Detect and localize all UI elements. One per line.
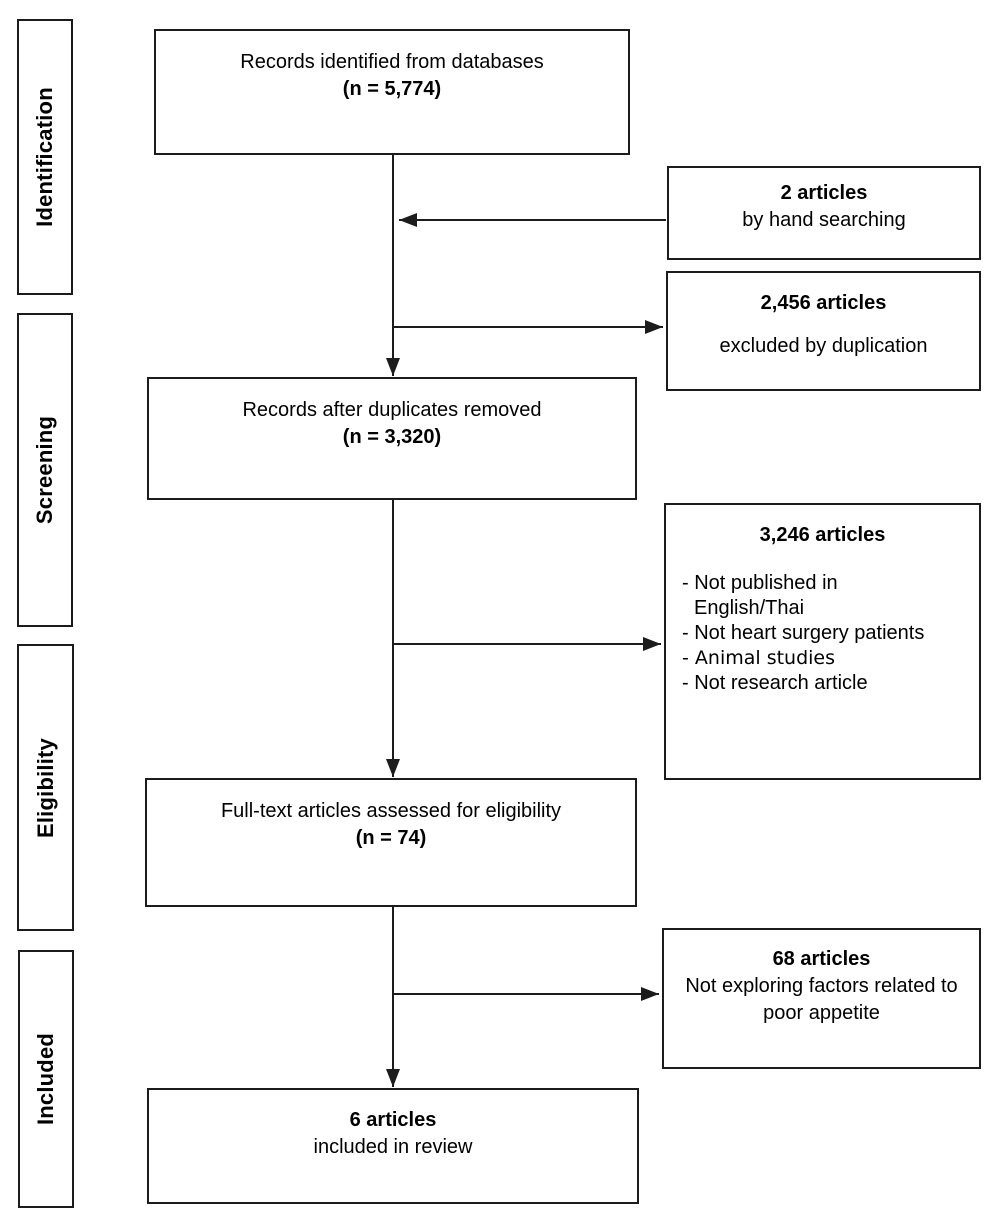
flow-box-records-identified: Records identified from databases (n = 5…: [154, 29, 630, 155]
stage-label-included: Included: [33, 1032, 58, 1126]
stage-label-identification: Identification: [32, 87, 58, 227]
exclusion-reason: Not heart surgery patients: [680, 621, 938, 646]
hand-search-count: 2 articles: [780, 182, 868, 204]
side-box-screening-excluded: 3,246 articles Not published in English/…: [664, 503, 981, 780]
screening-exclusion-reasons: Not published in English/Thai Not heart …: [666, 571, 938, 696]
exclusion-reason: Not research article: [680, 671, 938, 696]
stage-label-screening: Screening: [32, 415, 58, 525]
flow-box-duplicates-removed: Records after duplicates removed (n = 3,…: [147, 377, 637, 500]
hand-search-text: by hand searching: [742, 209, 906, 231]
included-count: 6 articles: [349, 1109, 437, 1131]
stage-box-identification: Identification: [17, 19, 73, 295]
stage-box-screening: Screening: [17, 313, 73, 627]
side-box-hand-search: 2 articles by hand searching: [667, 166, 981, 260]
duplicates-removed-text: Records after duplicates removed: [242, 399, 542, 421]
side-box-duplicates-excluded: 2,456 articles excluded by duplication: [666, 271, 981, 391]
duplicates-excluded-count: 2,456 articles: [760, 292, 887, 314]
duplicates-removed-count: (n = 3,320): [342, 426, 442, 448]
stage-box-included: Included: [18, 950, 74, 1208]
fulltext-excluded-count: 68 articles: [772, 948, 871, 970]
flow-box-included-in-review: 6 articles included in review: [147, 1088, 639, 1204]
fulltext-assessed-text: Full-text articles assessed for eligibil…: [220, 800, 562, 822]
records-identified-count: (n = 5,774): [342, 78, 442, 100]
records-identified-text: Records identified from databases: [240, 51, 544, 73]
stage-box-eligibility: Eligibility: [17, 644, 74, 931]
screening-excluded-count: 3,246 articles: [759, 524, 886, 546]
duplicates-excluded-text: excluded by duplication: [719, 335, 928, 357]
included-text: included in review: [313, 1136, 473, 1158]
stage-label-eligibility: Eligibility: [32, 737, 58, 838]
exclusion-reason: Animal studies: [680, 646, 938, 671]
side-box-fulltext-excluded: 68 articles Not exploring factors relate…: [662, 928, 981, 1069]
flow-box-fulltext-assessed: Full-text articles assessed for eligibil…: [145, 778, 637, 907]
exclusion-reason: Not published in English/Thai: [680, 571, 938, 621]
fulltext-assessed-count: (n = 74): [355, 827, 427, 849]
fulltext-excluded-text: Not exploring factors related to poor ap…: [685, 975, 958, 1024]
